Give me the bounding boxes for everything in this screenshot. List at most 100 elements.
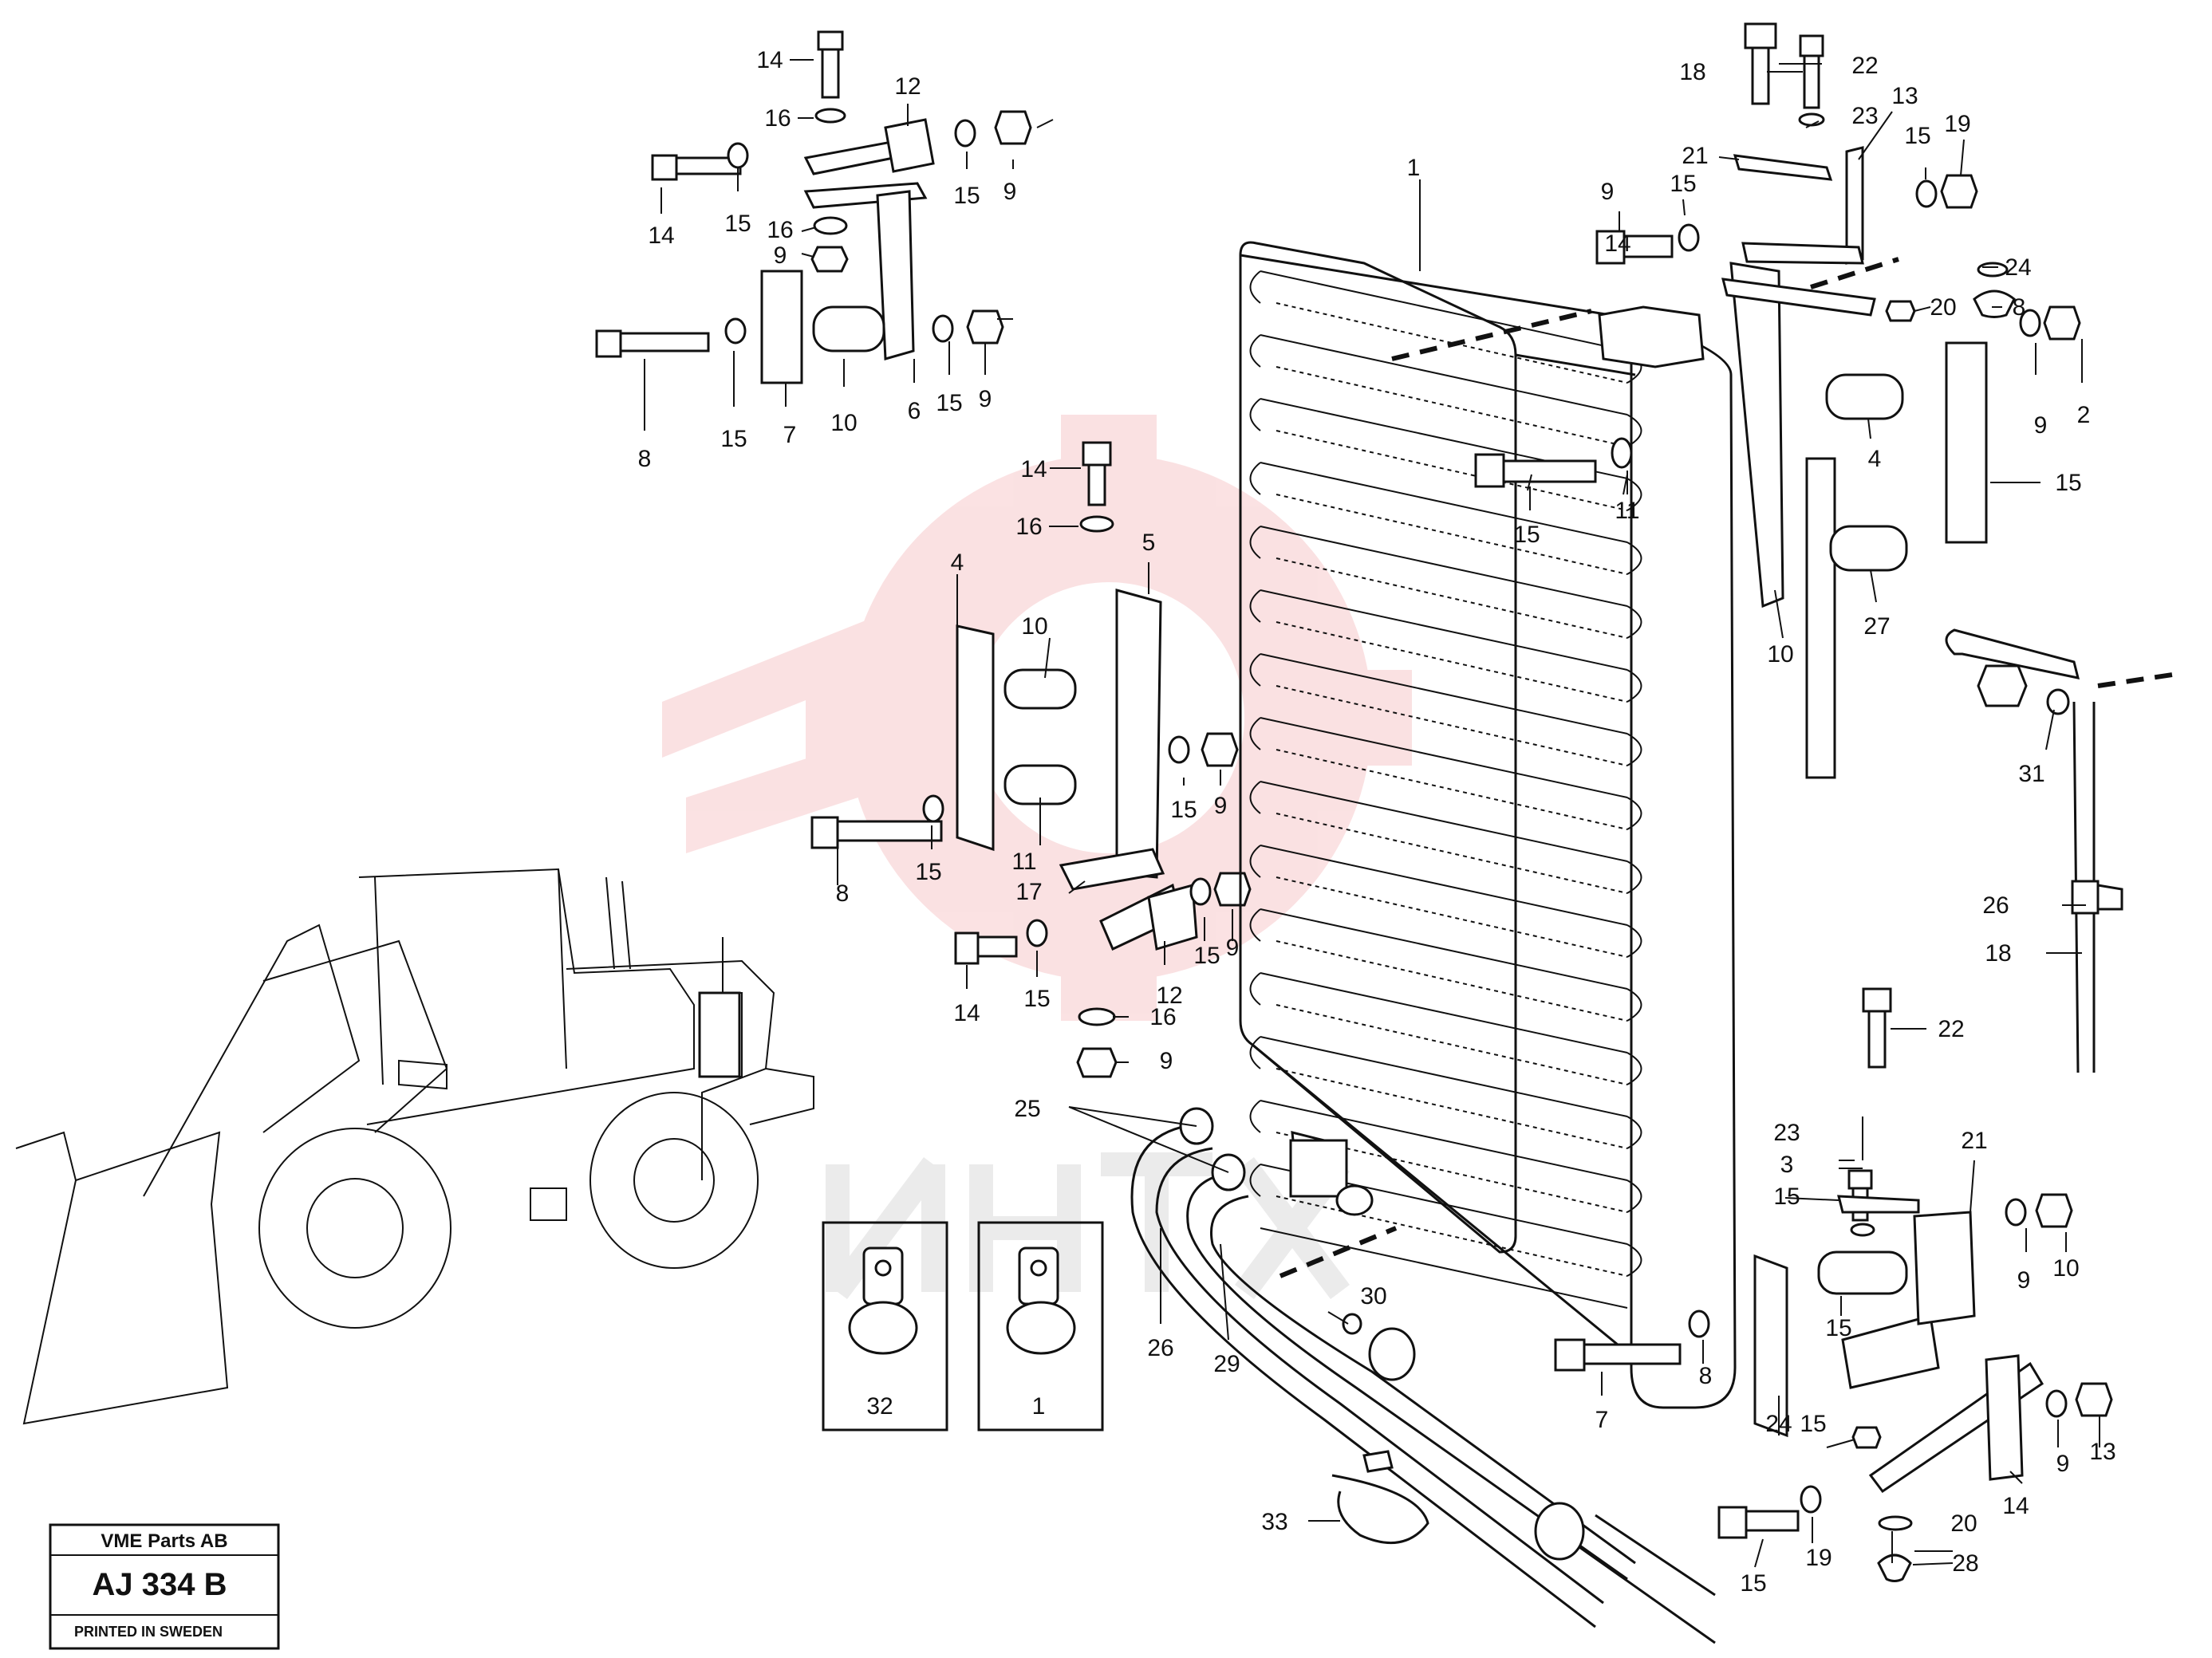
- clamp-detail-32: [977, 1221, 1104, 1432]
- callout: 8: [2013, 294, 2026, 321]
- callout: 15: [1773, 1183, 1800, 1210]
- callout: 22: [1938, 1016, 1964, 1042]
- callout: 8: [1699, 1363, 1713, 1389]
- refrigerant-hoses: [1130, 1107, 1716, 1644]
- callout: 16: [1015, 514, 1042, 540]
- callout: 21: [1682, 143, 1708, 169]
- callout: 23: [1773, 1120, 1800, 1146]
- callout: 15: [1513, 522, 1540, 548]
- callout: 25: [1014, 1096, 1040, 1122]
- callout: 15: [1825, 1315, 1851, 1341]
- top-left-bracket-assembly: [595, 30, 1032, 384]
- callout: 15: [1904, 123, 1930, 149]
- condenser-core: [1239, 241, 2178, 1409]
- callout: 24: [1765, 1411, 1792, 1437]
- callout: 12: [1156, 983, 1182, 1009]
- callout: 14: [953, 1000, 980, 1026]
- callout: 14: [756, 47, 783, 73]
- callout: 10: [830, 410, 857, 436]
- callout: 28: [1952, 1550, 1978, 1577]
- callout: 13: [2089, 1439, 2115, 1465]
- callout: 20: [1930, 294, 1956, 321]
- callout: 4: [1868, 446, 1882, 472]
- clamp-detail-33: [822, 1221, 948, 1432]
- callout: 19: [1944, 111, 1970, 137]
- callout: 13: [1891, 83, 1918, 109]
- callout: 17: [1015, 879, 1042, 905]
- callout: 4: [951, 549, 964, 576]
- callout: 9: [1226, 935, 1240, 961]
- vme-parts-stamp: VME Parts AB AJ 334 B PRINTED IN SWEDEN: [49, 1523, 280, 1650]
- callout: 9: [979, 386, 992, 412]
- condenser-location-marker: [698, 991, 741, 1078]
- callout: 15: [1740, 1570, 1766, 1597]
- callout: 32: [866, 1393, 893, 1420]
- callout: 18: [1679, 59, 1705, 85]
- callout: 18: [1985, 940, 2011, 967]
- callout: 19: [1805, 1545, 1832, 1571]
- stamp-code: AJ 334 B: [93, 1567, 227, 1602]
- callout: 15: [1023, 986, 1050, 1012]
- callout: 15: [2055, 470, 2081, 496]
- callout: 10: [1767, 641, 1793, 668]
- callout: 11: [1011, 849, 1036, 875]
- callout: 14: [1604, 230, 1630, 257]
- callout: 8: [638, 446, 652, 472]
- callout: 9: [1003, 179, 1017, 205]
- callout: 20: [1950, 1510, 1977, 1537]
- callout: 22: [1851, 53, 1878, 79]
- callout: 9: [2034, 412, 2048, 439]
- callout: 27: [1863, 613, 1890, 640]
- callout: 33: [1261, 1509, 1287, 1535]
- callout: 24: [2005, 254, 2031, 281]
- callout: 16: [1149, 1004, 1176, 1030]
- callout: 10: [1021, 613, 1047, 640]
- callout: 15: [915, 859, 941, 885]
- callout: 15: [1193, 943, 1220, 969]
- callout: 3: [1780, 1152, 1794, 1178]
- callout: 15: [720, 426, 747, 452]
- stamp-printed: PRINTED IN SWEDEN: [74, 1624, 223, 1640]
- watermark-letters: [826, 1152, 1350, 1299]
- callout: 9: [2056, 1451, 2070, 1477]
- callout: 26: [1982, 892, 2009, 919]
- callout: 1: [1407, 155, 1421, 181]
- callout: 9: [1601, 179, 1615, 205]
- callout: 9: [774, 242, 787, 269]
- callout: 15: [724, 211, 751, 237]
- callout: 11: [1615, 498, 1639, 524]
- stamp-company: VME Parts AB: [101, 1530, 227, 1552]
- callout: 15: [936, 390, 962, 416]
- callout: 12: [894, 73, 921, 100]
- callout: 15: [1670, 171, 1696, 197]
- callout: 14: [2002, 1493, 2029, 1519]
- callout: 9: [1214, 793, 1228, 819]
- callout: 14: [648, 223, 674, 249]
- top-right-bracket-assembly: [1474, 22, 2081, 779]
- callout: 15: [953, 183, 980, 209]
- callout: 16: [767, 217, 793, 243]
- leader-lines: [644, 59, 2100, 1568]
- lower-right-bracket-assembly: [1554, 987, 2113, 1582]
- callout: 5: [1142, 530, 1156, 556]
- callout: 23: [1851, 103, 1878, 129]
- wheel-loader-illustration: [15, 868, 814, 1425]
- callout: 2: [2077, 402, 2091, 428]
- callout: 7: [783, 422, 797, 448]
- callout: 7: [1595, 1407, 1609, 1433]
- middle-bracket-assembly: [810, 441, 1252, 1078]
- callout: 10: [2052, 1255, 2079, 1282]
- callout: 9: [1160, 1048, 1173, 1074]
- callout: 30: [1360, 1283, 1386, 1309]
- callout: 16: [764, 105, 791, 132]
- callout: 14: [1020, 456, 1047, 482]
- callout: 1: [1032, 1393, 1046, 1420]
- callout: 15: [1170, 797, 1197, 823]
- callout-labels: 14 16 12 15 9 14 15 16 9 8 15 7 10 6 15 …: [638, 47, 2116, 1597]
- callout: 26: [1147, 1335, 1173, 1361]
- callout: 29: [1213, 1351, 1240, 1377]
- callout: 9: [2017, 1267, 2031, 1294]
- callout: 8: [836, 880, 850, 907]
- callout: 21: [1961, 1128, 1987, 1154]
